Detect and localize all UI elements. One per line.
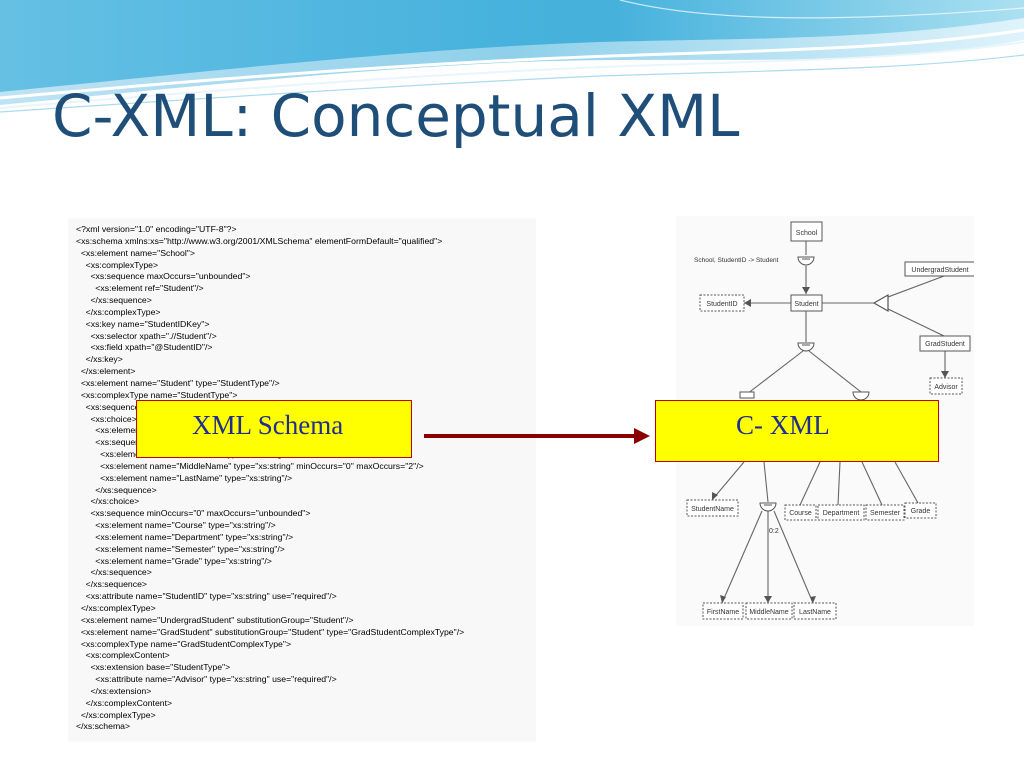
header-waves — [0, 0, 1024, 120]
code-line: <xs:sequence maxOccurs="unbounded"> — [76, 271, 251, 282]
node-advisor: Advisor — [934, 384, 958, 391]
code-line: <xs:element name="Grade" type="xs:string… — [76, 555, 272, 566]
code-line: </xs:complexContent> — [76, 697, 173, 708]
slide-title: C-XML: Conceptual XML — [52, 82, 740, 150]
node-student: Student — [794, 301, 818, 308]
fd-label: School, StudentID -> Student — [694, 257, 779, 264]
code-line: </xs:schema> — [76, 721, 131, 732]
node-undergrad-student: UndergradStudent — [911, 267, 968, 274]
node-last-name: LastName — [799, 609, 831, 616]
xml-schema-callout: XML Schema — [136, 400, 412, 458]
code-line: <xs:attribute name="StudentID" type="xs:… — [76, 591, 337, 602]
code-line: <xs:element name="MiddleName" type="xs:s… — [76, 460, 424, 471]
code-line: <xs:complexType name="StudentType"> — [76, 389, 238, 400]
node-first-name: FirstName — [707, 609, 739, 616]
code-line: <xs:element name="Student" type="Student… — [76, 377, 280, 388]
code-line: </xs:sequence> — [76, 579, 147, 590]
node-semester: Semester — [870, 510, 901, 517]
xml-schema-code: <?xml version="1.0" encoding="UTF-8"?><x… — [76, 224, 464, 733]
code-line: <xs:element name="Semester" type="xs:str… — [76, 543, 285, 554]
node-department: Department — [823, 510, 860, 517]
cxml-callout: C- XML — [655, 400, 939, 462]
code-line: <xs:sequence> — [76, 437, 155, 448]
code-line: </xs:sequence> — [76, 567, 152, 578]
code-line: </xs:complexType> — [76, 709, 156, 720]
transform-arrow — [424, 428, 650, 444]
code-line: <xs:extension base="StudentType"> — [76, 662, 231, 673]
node-middle-name: MiddleName — [749, 609, 788, 616]
code-line: <xs:complexContent> — [76, 650, 170, 661]
xml-schema-panel — [68, 218, 536, 742]
code-line: <xs:sequence minOccurs="0" maxOccurs="un… — [76, 508, 311, 519]
node-student-id: StudentID — [706, 301, 737, 308]
code-line: </xs:element> — [76, 366, 136, 377]
code-line: </xs:choice> — [76, 496, 140, 507]
node-grad-student: GradStudent — [925, 341, 965, 348]
code-line: <xs:element name="GradStudent" substitut… — [76, 626, 465, 637]
cardinality-label: 0:2 — [769, 528, 779, 535]
code-line: <xs:complexType name="GradStudentComplex… — [76, 638, 292, 649]
node-school: School — [796, 230, 818, 237]
code-line: <xs:sequence> — [76, 401, 145, 412]
code-line: <xs:attribute name="Advisor" type="xs:st… — [76, 674, 337, 685]
code-line: <xs:element name="Department" type="xs:s… — [76, 531, 294, 542]
code-line: <xs:element name="School"> — [76, 247, 195, 258]
code-line: <xs:choice> — [76, 413, 137, 424]
code-line: <xs:schema xmlns:xs="http://www.w3.org/2… — [76, 235, 443, 246]
code-line: <xs:field xpath="@StudentID"/> — [76, 342, 213, 353]
node-grade: Grade — [911, 508, 931, 515]
code-line: </xs:sequence> — [76, 295, 152, 306]
code-line: <xs:element name="LastName" type="xs:str… — [76, 472, 293, 483]
code-line: <xs:key name="StudentIDKey"> — [76, 318, 210, 329]
code-line: <?xml version="1.0" encoding="UTF-8"?> — [76, 224, 237, 234]
code-line: <xs:complexType> — [76, 259, 159, 270]
code-line: </xs:key> — [76, 354, 123, 365]
code-line: <xs:element name="Course" type="xs:strin… — [76, 520, 276, 531]
node-course: Course — [789, 510, 812, 517]
code-line: <xs:selector xpath=".//Student"/> — [76, 330, 217, 341]
code-line: <xs:element ref="Student"/> — [76, 283, 204, 294]
code-line: </xs:extension> — [76, 685, 152, 696]
code-line: </xs:complexType> — [76, 306, 161, 317]
node-student-name: StudentName — [691, 506, 734, 513]
code-line: </xs:complexType> — [76, 603, 156, 613]
code-line: </xs:sequence> — [76, 484, 157, 495]
code-line: <xs:element name="UndergradStudent" subs… — [76, 614, 354, 625]
